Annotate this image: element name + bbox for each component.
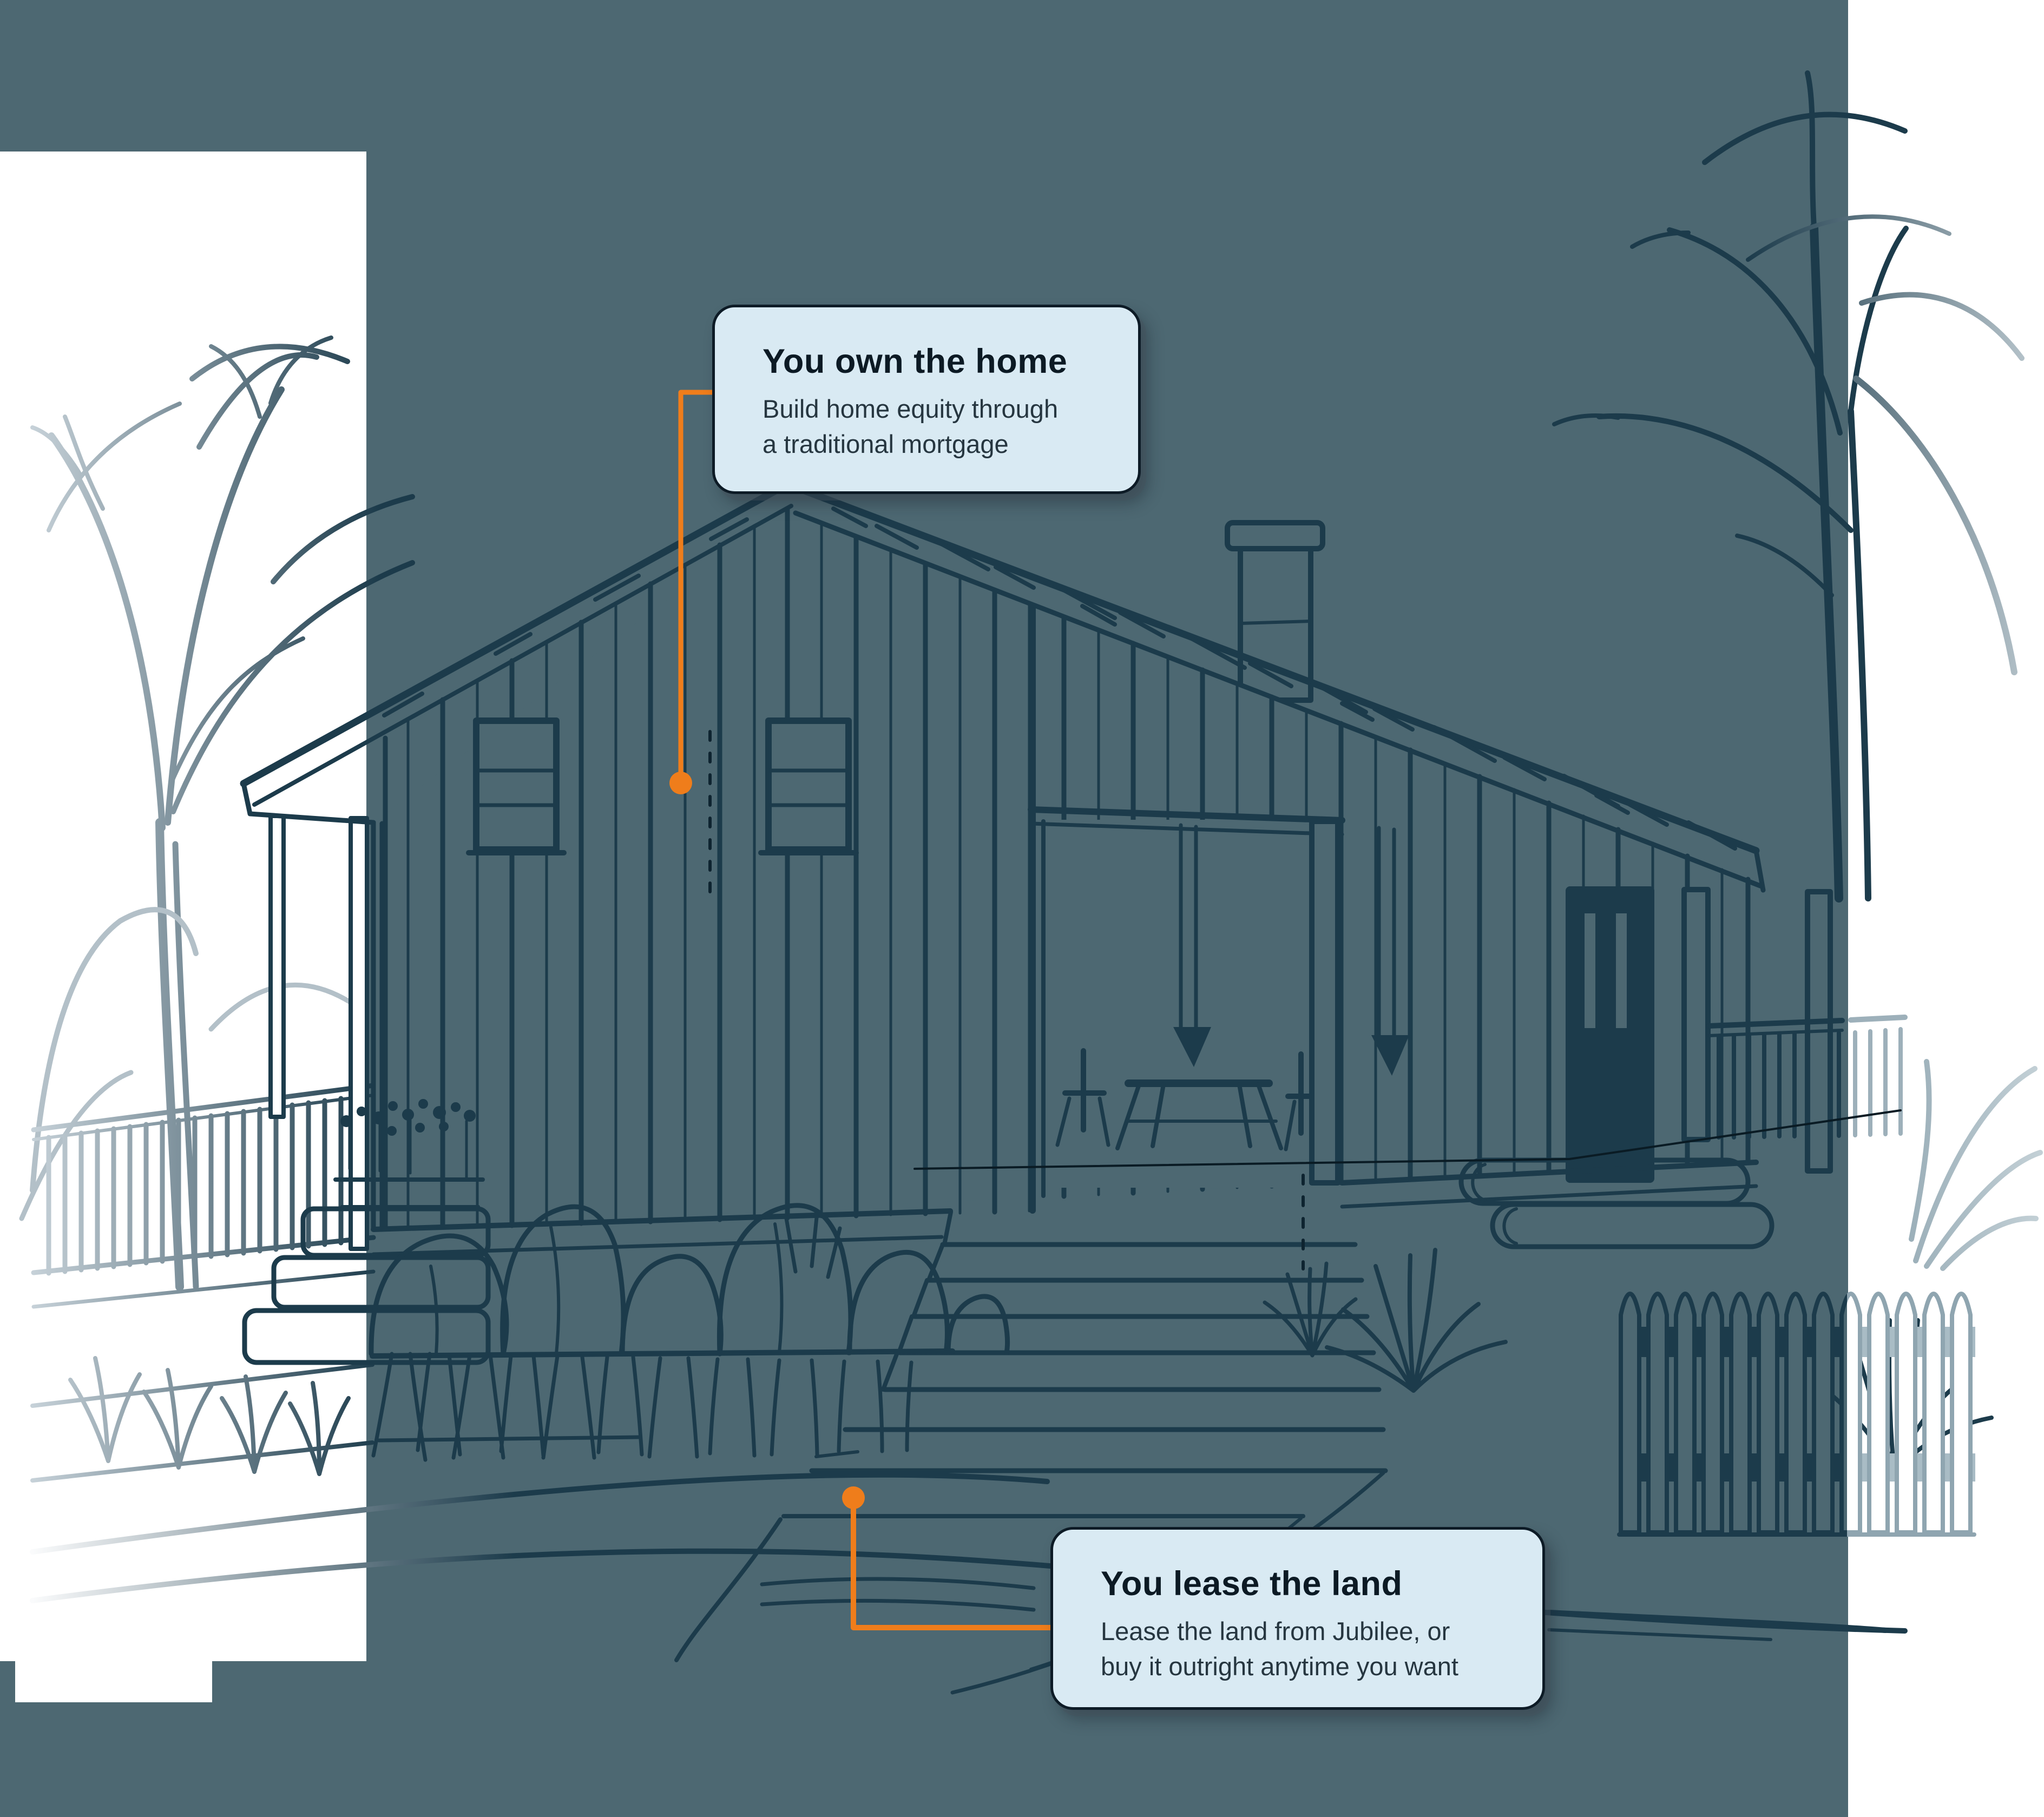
roof-hatching [831, 506, 1737, 851]
callout-connector-own-home [669, 390, 715, 794]
thin-ground-line [913, 1109, 1902, 1170]
porch-header-beam [1028, 806, 1345, 824]
roof-right-slope [784, 480, 1760, 854]
datum-lines [708, 730, 1902, 1270]
deck [371, 1160, 1759, 1256]
garden [68, 1099, 1994, 1476]
chimney [1225, 520, 1325, 703]
window-right [758, 717, 859, 855]
porch-swing-right [1371, 826, 1409, 1076]
right-tree [1552, 70, 2025, 903]
entry-door [1566, 886, 1654, 1183]
window-left [466, 717, 567, 855]
right-bush [1904, 1032, 2044, 1277]
lease-land-marker-dot [842, 1486, 865, 1509]
right-porch-railing [1706, 1015, 1908, 1140]
grass-white-area [68, 1356, 351, 1476]
house [240, 480, 1908, 1695]
porch-corner-post [1309, 819, 1340, 1186]
lease-land-title: You lease the land [1101, 1565, 1403, 1603]
own-home-marker-dot [669, 772, 692, 794]
side-steps [242, 1206, 491, 1365]
picket-fence [1617, 1292, 1976, 1537]
bush-row [369, 1203, 1010, 1357]
flower-planter [333, 1099, 485, 1208]
roof-left-slope [240, 480, 791, 787]
own-home-title: You own the home [763, 343, 1068, 380]
callout-connector-lease-land [842, 1486, 1053, 1630]
gable-windows [466, 717, 859, 855]
grass-teal [371, 1352, 913, 1462]
callout-card-own-home: You own the home Build home equity throu… [712, 305, 1141, 494]
roof [240, 480, 1766, 1232]
left-porch-railing [30, 1083, 376, 1483]
left-porch-posts [268, 814, 369, 1251]
logs [1458, 1157, 1774, 1249]
left-tree [19, 335, 415, 1291]
porch [1028, 604, 1409, 1214]
porch-swing-left [1173, 823, 1211, 1067]
white-cutout-left [0, 152, 366, 1661]
lease-land-body: Lease the land from Jubilee, or buy it o… [1101, 1617, 1458, 1681]
own-home-body: Build home equity through a traditional … [763, 394, 1059, 459]
white-cutout-notch [15, 1661, 212, 1702]
callout-card-lease-land: You lease the land Lease the land from J… [1050, 1527, 1545, 1710]
